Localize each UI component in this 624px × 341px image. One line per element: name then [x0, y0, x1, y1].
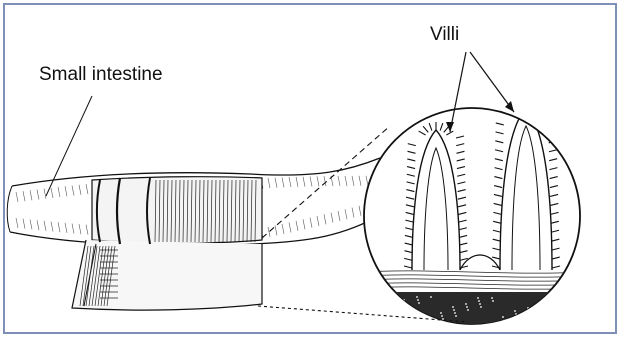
small-intestine-leader-line — [46, 96, 92, 196]
small-intestine-label: Small intestine — [39, 64, 163, 86]
cutaway-section — [72, 177, 262, 310]
magnified-view — [364, 100, 584, 332]
villi-label: Villi — [430, 24, 459, 46]
villi-leader-line-right — [470, 52, 514, 112]
